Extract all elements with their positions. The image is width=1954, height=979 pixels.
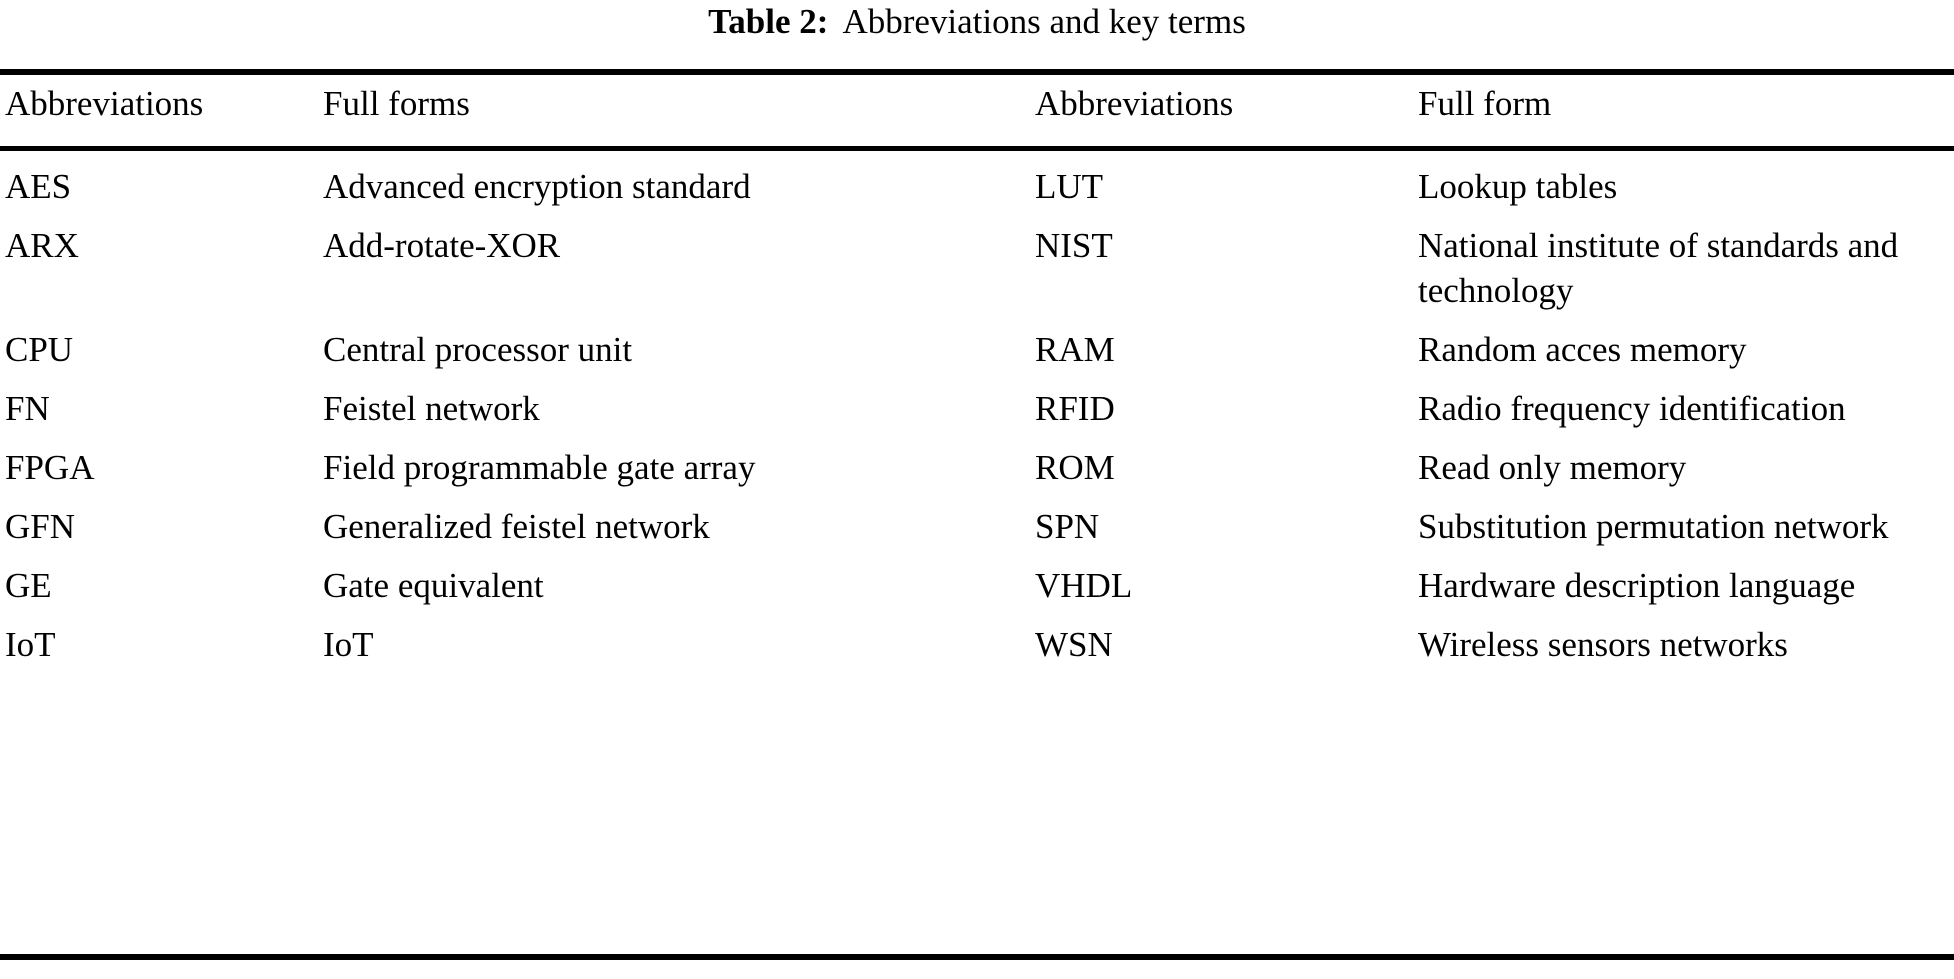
table-top-rule: [0, 69, 1954, 75]
table-row: IoT IoT WSN Wireless sensors networks: [0, 612, 1954, 671]
cell-abbreviation-right: WSN: [1035, 625, 1113, 664]
cell-full-form-left: Generalized feistel network: [323, 507, 710, 546]
cell-full-form-left: Feistel network: [323, 389, 540, 428]
table-row: FN Feistel network RFID Radio frequency …: [0, 376, 1954, 435]
table-row: AES Advanced encryption standard LUT Loo…: [0, 152, 1954, 213]
table-caption: Table 2: Abbreviations and key terms: [0, 0, 1954, 44]
cell-full-form-right: Substitution permutation network: [1418, 507, 1889, 546]
cell-abbreviation-right: RFID: [1035, 389, 1115, 428]
table-row: GFN Generalized feistel network SPN Subs…: [0, 494, 1954, 553]
cell-abbreviation-left: ARX: [5, 226, 79, 265]
table-caption-text: Abbreviations and key terms: [842, 2, 1246, 41]
column-header-abbreviations-left: Abbreviations: [5, 84, 204, 123]
cell-full-form-left: IoT: [323, 625, 374, 664]
cell-full-form-left: Gate equivalent: [323, 566, 544, 605]
cell-abbreviation-right: LUT: [1035, 167, 1104, 206]
cell-abbreviation-left: FPGA: [5, 448, 95, 487]
cell-abbreviation-right: NIST: [1035, 226, 1113, 265]
cell-abbreviation-left: CPU: [5, 330, 74, 369]
cell-abbreviation-left: AES: [5, 167, 72, 206]
table-body: AES Advanced encryption standard LUT Loo…: [0, 152, 1954, 671]
table-row: ARX Add-rotate-XOR NIST National institu…: [0, 213, 1954, 317]
cell-abbreviation-left: GFN: [5, 507, 76, 546]
column-header-full-form-right: Full form: [1418, 84, 1552, 123]
table-row: CPU Central processor unit RAM Random ac…: [0, 317, 1954, 376]
table-header-row: Abbreviations Full forms Abbreviations F…: [0, 75, 1954, 152]
cell-full-form-right: National institute of standards and tech…: [1418, 226, 1899, 310]
column-header-abbreviations-right: Abbreviations: [1035, 84, 1234, 123]
table-caption-label: Table 2:: [708, 2, 829, 41]
cell-abbreviation-left: FN: [5, 389, 50, 428]
cell-abbreviation-right: RAM: [1035, 330, 1115, 369]
cell-abbreviation-left: IoT: [5, 625, 56, 664]
cell-full-form-left: Add-rotate-XOR: [323, 226, 561, 265]
cell-full-form-right: Radio frequency identification: [1418, 389, 1846, 428]
table-header: Abbreviations Full forms Abbreviations F…: [0, 75, 1954, 152]
abbreviations-table: Abbreviations Full forms Abbreviations F…: [0, 75, 1954, 671]
cell-full-form-right: Read only memory: [1418, 448, 1687, 487]
cell-full-form-right: Random acces memory: [1418, 330, 1747, 369]
cell-abbreviation-right: SPN: [1035, 507, 1100, 546]
cell-full-form-left: Advanced encryption standard: [323, 167, 751, 206]
table-header-rule: [0, 146, 1954, 151]
table-row: GE Gate equivalent VHDL Hardware descrip…: [0, 553, 1954, 612]
cell-full-form-right: Hardware description language: [1418, 566, 1856, 605]
table-bottom-rule: [0, 954, 1954, 960]
cell-full-form-left: Field programmable gate array: [323, 448, 756, 487]
cell-full-form-left: Central processor unit: [323, 330, 633, 369]
column-header-full-forms-left: Full forms: [323, 84, 470, 123]
cell-abbreviation-left: GE: [5, 566, 52, 605]
cell-abbreviation-right: ROM: [1035, 448, 1115, 487]
cell-full-form-right: Lookup tables: [1418, 167, 1618, 206]
table-row: FPGA Field programmable gate array ROM R…: [0, 435, 1954, 494]
cell-full-form-right: Wireless sensors networks: [1418, 625, 1788, 664]
cell-abbreviation-right: VHDL: [1035, 566, 1133, 605]
